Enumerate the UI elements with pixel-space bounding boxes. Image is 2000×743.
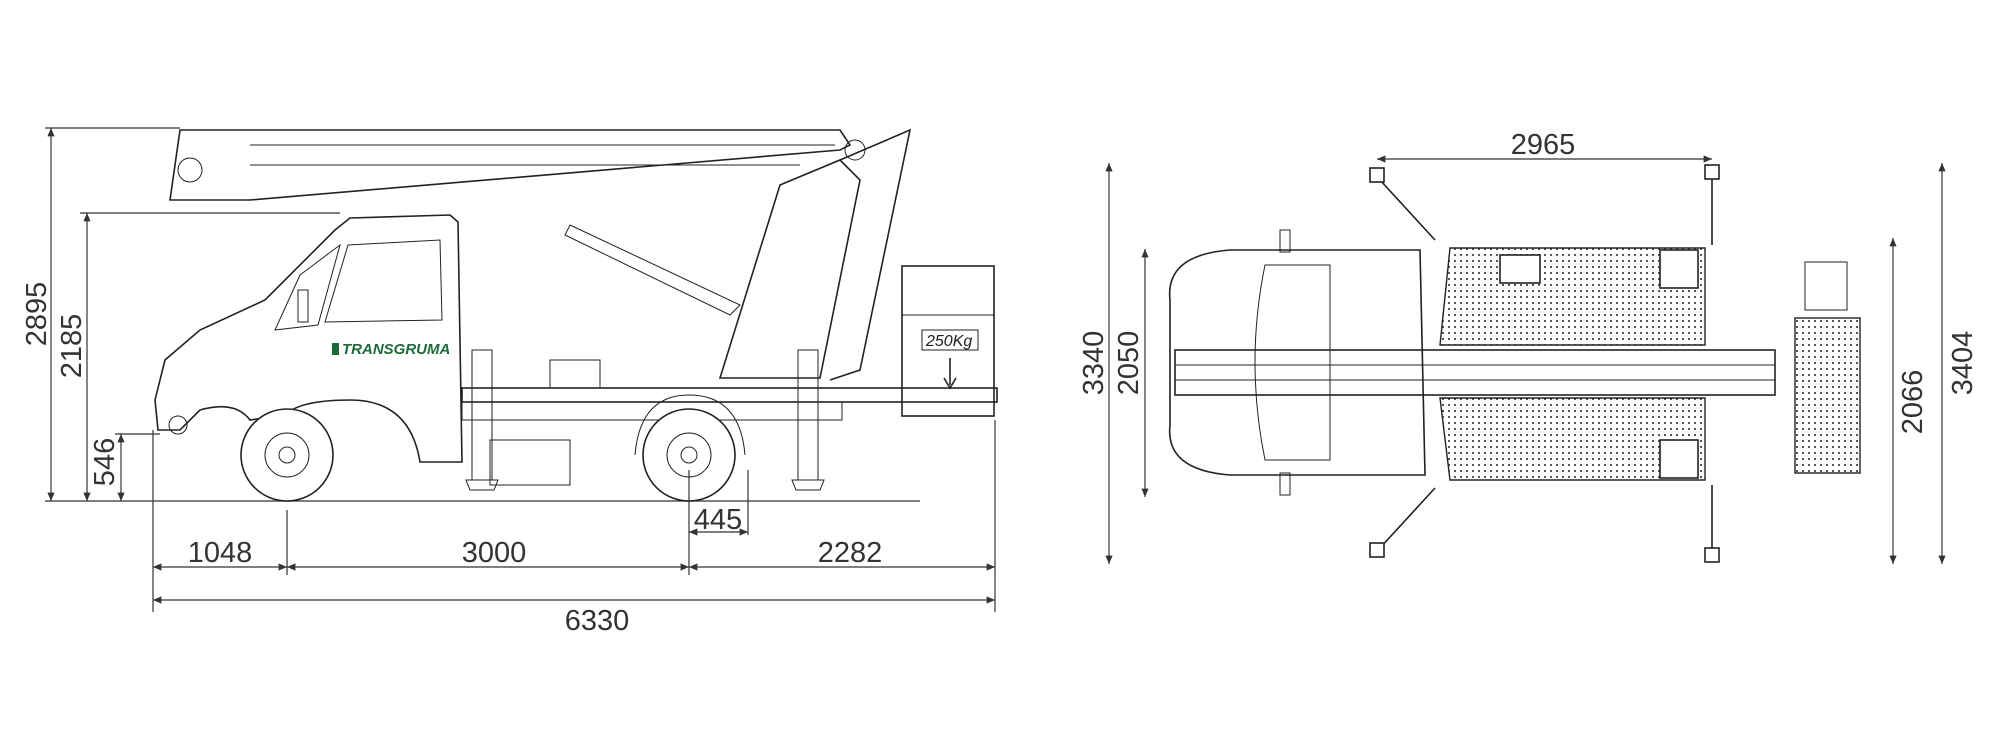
cab-outline bbox=[154, 214, 463, 463]
headlight bbox=[168, 415, 188, 435]
dim-chassis-height: 546 bbox=[89, 438, 121, 486]
outrigger-front-left bbox=[1379, 179, 1436, 241]
subframe bbox=[461, 401, 843, 421]
lower-boom bbox=[718, 159, 861, 379]
dim-outrigger-span-length: 2965 bbox=[1511, 129, 1576, 161]
hydraulic-box bbox=[549, 359, 601, 389]
dim-overall-height: 2895 bbox=[21, 282, 53, 347]
cab-front-window bbox=[274, 243, 341, 331]
rear-fender bbox=[634, 394, 746, 456]
down-arrow-icon bbox=[943, 358, 957, 390]
upper-boom bbox=[169, 129, 852, 201]
side-view-dimensions: 1048 3000 2282 445 6330 2895 2185 546 bbox=[21, 127, 996, 637]
boom-pivot bbox=[177, 157, 203, 183]
boom-top bbox=[1174, 349, 1776, 396]
dim-front-overhang: 1048 bbox=[188, 537, 253, 569]
top-view-dimensions: 2965 3340 2050 2066 3404 bbox=[1078, 129, 1979, 564]
deck-right bbox=[1439, 397, 1706, 481]
front-wheel bbox=[240, 408, 334, 502]
dim-cab-height: 2185 bbox=[56, 314, 88, 379]
chassis-frame bbox=[461, 387, 998, 403]
top-view-truck bbox=[1168, 164, 1861, 563]
front-outrigger bbox=[471, 349, 493, 481]
svg-text:TRANSGRUMA: TRANSGRUMA bbox=[342, 341, 450, 358]
mirror-right bbox=[1279, 472, 1291, 496]
side-view-truck: TRANSGRUMA 250Kg bbox=[150, 128, 998, 502]
dim-rear-overhang: 2282 bbox=[818, 537, 883, 569]
platform-basket bbox=[901, 265, 995, 417]
windshield-top bbox=[1254, 264, 1331, 461]
cab-top bbox=[1168, 249, 1426, 476]
dim-vehicle-width: 2050 bbox=[1113, 331, 1145, 396]
logo: TRANSGRUMA bbox=[332, 341, 450, 358]
mirror-left bbox=[1279, 229, 1291, 253]
dim-platform-width: 2066 bbox=[1897, 370, 1929, 435]
cab-window bbox=[324, 239, 443, 323]
capacity-label-box bbox=[921, 329, 979, 351]
tank bbox=[489, 439, 571, 486]
outrigger-front-right bbox=[1379, 487, 1436, 549]
dim-outrigger-span-total: 3404 bbox=[1947, 331, 1979, 396]
capacity-label: 250Kg bbox=[925, 333, 972, 350]
lift-cylinder bbox=[564, 224, 741, 316]
dim-overall-length: 6330 bbox=[565, 605, 630, 637]
platform-top bbox=[1794, 317, 1861, 474]
dim-wheelbase: 3000 bbox=[462, 537, 527, 569]
dim-outrigger-span-width: 3340 bbox=[1078, 331, 1110, 396]
rear-outrigger bbox=[797, 349, 819, 481]
mirror bbox=[297, 289, 309, 323]
jib-arm bbox=[829, 128, 912, 381]
dim-outrigger-offset: 445 bbox=[694, 504, 742, 536]
